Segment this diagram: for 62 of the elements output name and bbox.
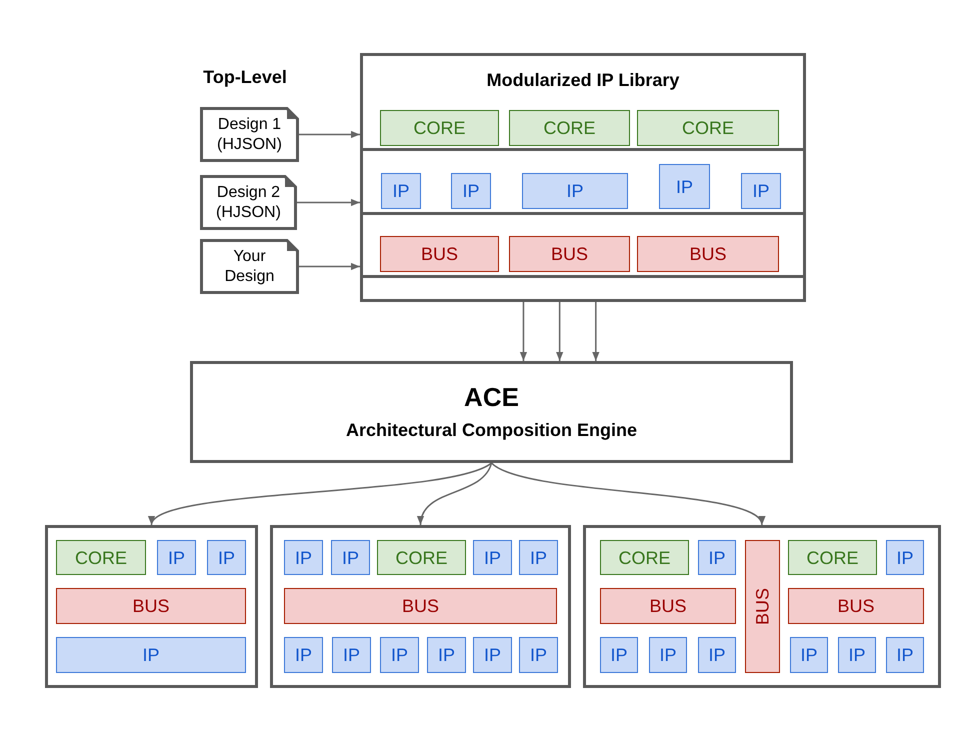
ip-module: IP — [56, 637, 246, 673]
design-panel — [270, 525, 571, 688]
design-panel — [583, 525, 941, 688]
library-panel — [360, 53, 806, 302]
ip-module: IP — [451, 173, 491, 209]
arrow — [418, 462, 492, 526]
ip-module: IP — [886, 540, 924, 575]
core-module: CORE — [788, 540, 877, 575]
ip-module: IP — [698, 637, 736, 673]
ip-module: IP — [380, 637, 419, 673]
core-module: CORE — [509, 110, 630, 146]
ip-module: IP — [519, 540, 558, 575]
bus-module: BUS — [380, 236, 499, 272]
ip-module: IP — [600, 637, 638, 673]
panel-title: Modularized IP Library — [486, 70, 680, 91]
engine-title: Architectural Composition Engine — [346, 421, 638, 442]
ip-module: IP — [473, 637, 512, 673]
bus-module: BUS — [788, 588, 924, 624]
column-heading: Top-Level — [203, 68, 287, 88]
document-node: Design 2 (HJSON) — [200, 175, 297, 230]
bus-module: BUS — [745, 540, 780, 673]
arrow — [491, 462, 763, 526]
arrow — [592, 302, 600, 361]
ip-module: IP — [522, 173, 628, 209]
core-module: CORE — [637, 110, 779, 146]
ip-module: IP — [381, 173, 421, 209]
bus-module: BUS — [509, 236, 630, 272]
arrow — [150, 462, 492, 526]
ip-module: IP — [838, 637, 876, 673]
arrow — [520, 302, 528, 361]
ip-module: IP — [649, 637, 687, 673]
ip-module: IP — [519, 637, 558, 673]
ip-module: IP — [331, 540, 370, 575]
core-module: CORE — [377, 540, 466, 575]
ip-module: IP — [332, 637, 371, 673]
bus-module: BUS — [284, 588, 557, 624]
engine-acronym: ACE — [464, 382, 519, 412]
core-module: CORE — [600, 540, 689, 575]
arrow — [299, 130, 360, 138]
ip-module: IP — [284, 637, 323, 673]
core-module: CORE — [56, 540, 146, 575]
arrow — [299, 262, 360, 270]
bus-module: BUS — [56, 588, 246, 624]
ip-module: IP — [427, 637, 466, 673]
ip-module: IP — [741, 173, 781, 209]
ip-module: IP — [659, 164, 710, 209]
engine-panel — [190, 361, 793, 463]
arrow — [556, 302, 564, 361]
ip-module: IP — [473, 540, 512, 575]
ip-module: IP — [698, 540, 736, 575]
arrow — [297, 198, 360, 206]
core-module: CORE — [380, 110, 499, 146]
ip-module: IP — [284, 540, 323, 575]
ip-module: IP — [886, 637, 924, 673]
ip-module: IP — [207, 540, 246, 575]
bus-module: BUS — [637, 236, 779, 272]
document-node: Your Design — [200, 239, 299, 294]
design-panel — [45, 525, 258, 688]
ip-module: IP — [790, 637, 828, 673]
document-node: Design 1 (HJSON) — [200, 107, 299, 162]
ip-module: IP — [157, 540, 196, 575]
bus-module: BUS — [600, 588, 736, 624]
